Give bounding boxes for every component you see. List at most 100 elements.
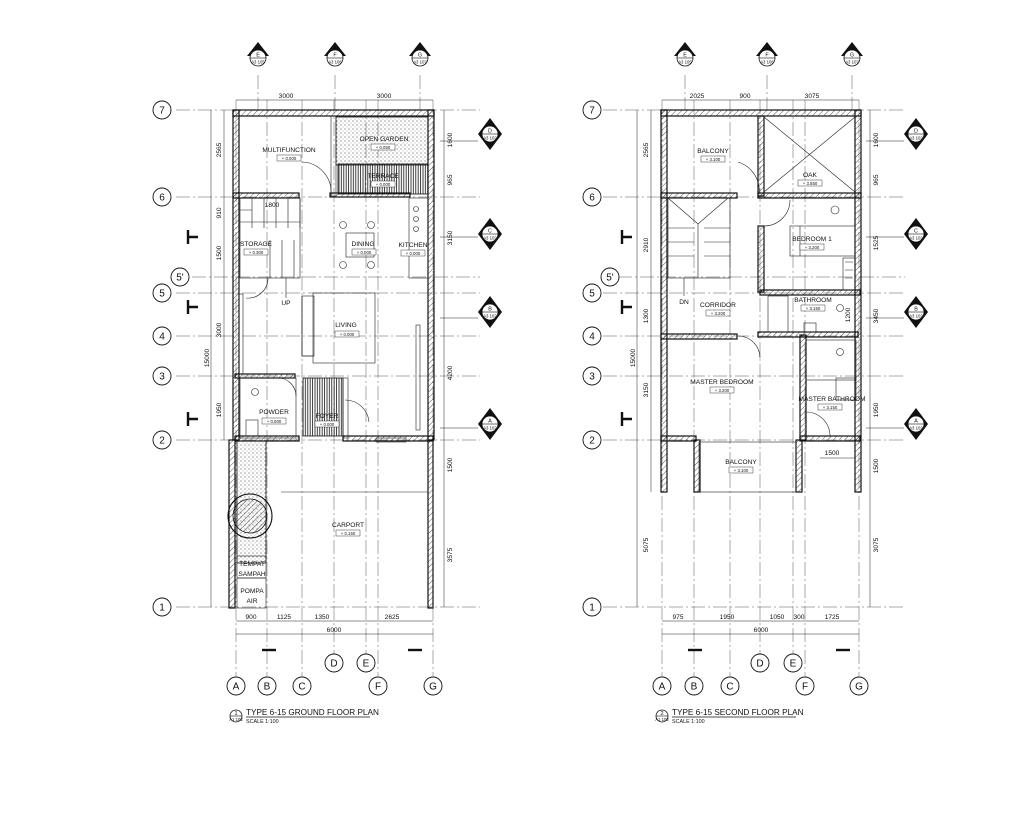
dim-right-4: 4200 xyxy=(447,365,454,380)
grid-col-1-B xyxy=(257,676,277,696)
level-tag: + 3.200 xyxy=(715,388,730,393)
title-number: 1 xyxy=(235,711,238,717)
grid-col-1-C-label: C xyxy=(298,682,305,693)
drawing-title: TYPE 6-15 SECOND FLOOR PLAN xyxy=(672,708,804,717)
dim-top-1: 2025 xyxy=(690,93,705,100)
grid-col-2-G-label: G xyxy=(855,682,863,693)
grid-row-1-6 xyxy=(152,430,172,450)
label-air: AIR xyxy=(247,598,258,605)
grid-col-1-B-label: B xyxy=(264,682,271,693)
room-corridor: CORRIDOR xyxy=(700,302,736,309)
grid-col-1-G xyxy=(423,676,443,696)
ground-room-labels: MULTIFUNCTION + 0.000 OPEN GARDEN + 0.05… xyxy=(238,136,427,605)
grid-row-1-7 xyxy=(152,597,172,617)
dim-left-2: 910 xyxy=(216,207,223,218)
section-letter-B: B xyxy=(914,307,918,313)
title-number: 2 xyxy=(661,711,664,717)
room-living: LIVING xyxy=(335,322,357,329)
room-open-garden: OPEN GARDEN xyxy=(360,136,409,143)
dim-left-1: 2565 xyxy=(643,142,650,157)
elevation-letter-F: F xyxy=(333,53,337,59)
level-tag: + 3.150 xyxy=(806,306,821,311)
dim-left-5: 1950 xyxy=(216,402,223,417)
ground-interior xyxy=(227,115,429,609)
drawing-scale: SCALE 1:100 xyxy=(246,719,279,725)
grid-row-1-2-label: 5' xyxy=(176,273,184,284)
elevation-sheet-G: A3 107 xyxy=(413,60,427,65)
grid-col-2-C-label: C xyxy=(726,682,733,693)
level-tag: + 0.050 xyxy=(376,145,391,150)
drawing-title: TYPE 6-15 GROUND FLOOR PLAN xyxy=(246,708,379,717)
section-sheet-B: A3 102 xyxy=(909,314,923,319)
grid-row-1-3-label: 5 xyxy=(159,289,165,300)
dim-top-1: 3000 xyxy=(279,93,294,100)
level-tag: + 3.200 xyxy=(805,245,820,250)
grid-row-1-5-label: 3 xyxy=(159,372,165,383)
grid-col-2-A xyxy=(652,676,672,696)
dim-bottom-total: 6000 xyxy=(754,627,769,634)
dim-bottom-1: 975 xyxy=(672,614,683,621)
section-sheet-D: A3 102 xyxy=(483,136,497,141)
ground-section-marks xyxy=(186,140,478,652)
grid-row-2-4-label: 4 xyxy=(589,332,595,343)
label-sampah: SAMPAH xyxy=(238,571,266,578)
grid-col-1-F-label: F xyxy=(375,682,381,693)
dim-left-5: 5075 xyxy=(643,537,650,552)
grid-row-1-3 xyxy=(152,283,172,303)
grid-row-2-3-label: 5 xyxy=(589,289,595,300)
second-room-labels: BALCONY + 3.100 OAK + 3.550 BEDROOM 1 + … xyxy=(679,148,866,474)
ground-floor-plan: MULTIFUNCTION + 0.000 OPEN GARDEN + 0.05… xyxy=(176,75,480,676)
dim-inner-2: 1500 xyxy=(825,450,840,457)
grid-row-2-4 xyxy=(582,326,602,346)
level-tag: + 0.300 xyxy=(249,250,264,255)
dim-bottom-total: 6000 xyxy=(327,627,342,634)
grid-row-1-2 xyxy=(170,267,190,287)
elevation-letter-G: G xyxy=(418,53,422,59)
dim-left-3: 1300 xyxy=(643,308,650,323)
dim-right-3: 3150 xyxy=(447,230,454,245)
elevation-sheet-E: A3 105 xyxy=(678,60,692,65)
dim-left-4: 3000 xyxy=(216,322,223,337)
grid-col-1-A-label: A xyxy=(233,682,240,693)
room-foyer: FOYER xyxy=(316,413,339,420)
grid-col-1-C xyxy=(292,676,312,696)
section-letter-C: C xyxy=(914,229,918,235)
stair-up-label: UP xyxy=(281,300,291,307)
title-sheet: A1 102 xyxy=(229,717,243,722)
room-multifunction: MULTIFUNCTION xyxy=(262,147,316,154)
dim-bottom-1: 900 xyxy=(245,614,256,621)
dim-right-4: 3450 xyxy=(873,308,880,323)
section-letter-A: A xyxy=(914,419,918,425)
room-storage: STORAGE xyxy=(240,241,273,248)
grid-row-2-5-label: 3 xyxy=(589,372,595,383)
dim-top-2: 900 xyxy=(739,93,750,100)
dim-top-3: 3075 xyxy=(805,93,820,100)
dim-bottom-3: 1350 xyxy=(315,614,330,621)
level-tag: + 0.000 xyxy=(320,422,335,427)
elevation-sheet-F: A3 106 xyxy=(760,60,774,65)
level-tag: + 0.000 xyxy=(282,156,297,161)
room-terrace: TERRACE xyxy=(367,173,399,180)
level-tag: + 0.000 xyxy=(376,182,391,187)
grid-col-2-F xyxy=(795,676,815,696)
dim-left-total: 15000 xyxy=(204,349,211,368)
dim-bottom-3: 1050 xyxy=(770,614,785,621)
dim-inner-1: 1200 xyxy=(845,307,852,322)
grid-col-1-E xyxy=(356,653,376,673)
section-sheet-B: A3 102 xyxy=(483,314,497,319)
dim-right-6: 3575 xyxy=(447,547,454,562)
section-letter-B: B xyxy=(488,307,492,313)
grid-col-1-A xyxy=(226,676,246,696)
room-kitchen: KITCHEN xyxy=(399,242,428,249)
second-floor-plan: BALCONY + 3.100 OAK + 3.550 BEDROOM 1 + … xyxy=(603,75,905,676)
dim-right-5: 1500 xyxy=(447,457,454,472)
elevation-sheet-G: A3 107 xyxy=(845,60,859,65)
grid-row-2-1 xyxy=(582,187,602,207)
grid-row-2-2-label: 5' xyxy=(606,273,614,284)
grid-row-2-7 xyxy=(582,597,602,617)
room-master-bathroom: MASTER BATHROOM xyxy=(799,396,866,403)
room-oak: OAK xyxy=(803,172,818,179)
second-interior xyxy=(667,116,857,493)
level-tag: + 0.000 xyxy=(340,332,355,337)
